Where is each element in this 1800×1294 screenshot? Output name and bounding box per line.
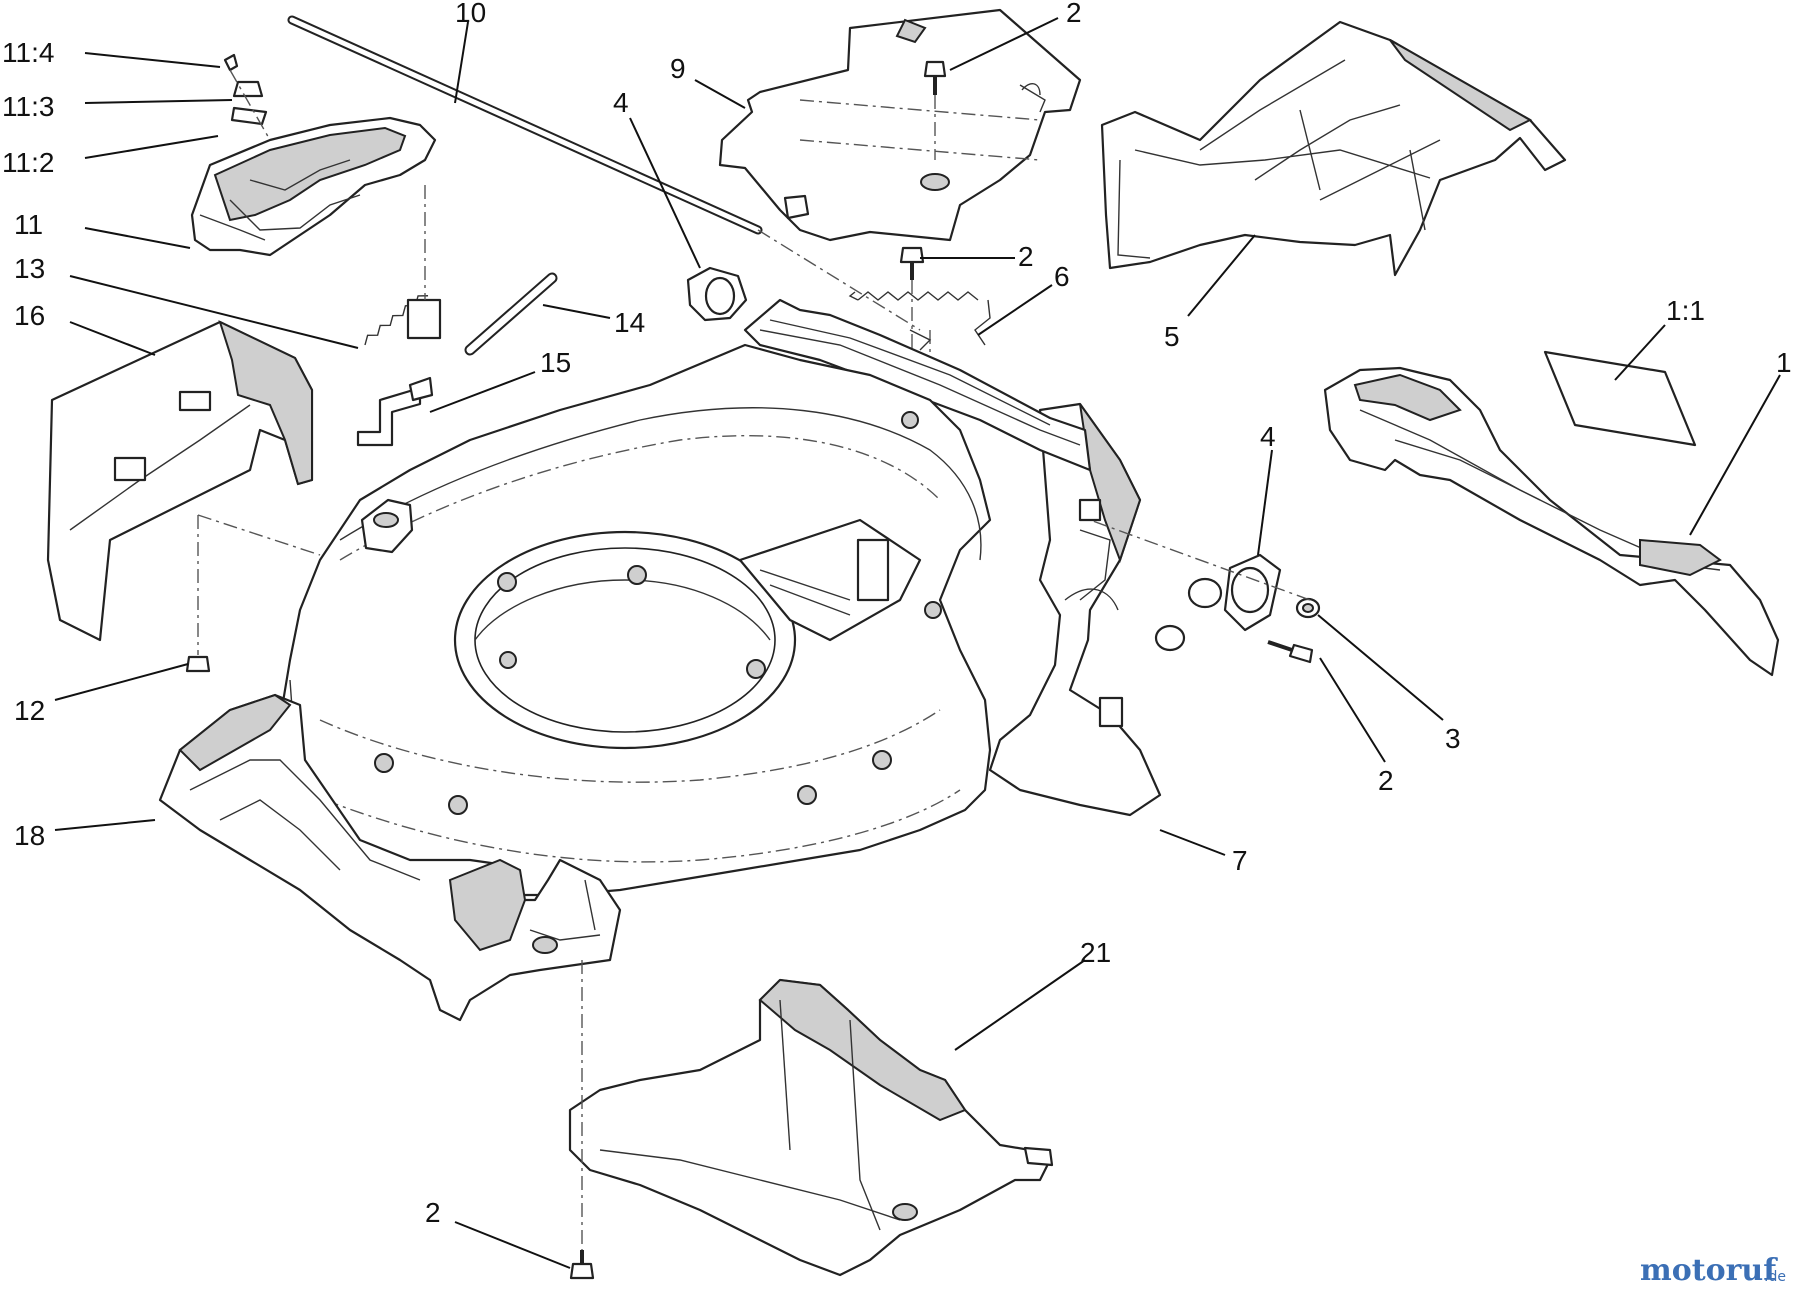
callout-10: 10 <box>455 0 486 28</box>
callout-2-right: 2 <box>1378 765 1394 796</box>
mulch-deflector-part-21 <box>568 978 1054 1277</box>
plate-part-9 <box>718 8 1082 242</box>
watermark-brand: motoruf <box>1640 1253 1778 1288</box>
callout-1: 1 <box>1776 347 1792 378</box>
callout-6: 6 <box>1054 261 1070 292</box>
watermark-suffix: .de <box>1764 1269 1786 1285</box>
callout-21: 21 <box>1080 937 1111 968</box>
callout-2-top: 2 <box>1066 0 1082 28</box>
callout-12: 12 <box>14 695 45 726</box>
callout-15: 15 <box>540 347 571 378</box>
bushing-part-4-upper <box>686 266 748 322</box>
callout-3: 3 <box>1445 723 1461 754</box>
callout-1-1: 1:1 <box>1666 295 1705 326</box>
rod-part-14 <box>464 272 558 356</box>
callout-11-2: 11:2 <box>2 147 54 178</box>
grass-bag-frame-part-5 <box>1100 20 1567 277</box>
callout-4-upper: 4 <box>613 87 629 118</box>
watermark-logo: motoruf .de <box>1640 1253 1786 1288</box>
callout-2-bottom: 2 <box>425 1197 441 1228</box>
callout-13: 13 <box>14 253 45 284</box>
decal-part-1-1 <box>1543 350 1697 447</box>
bracket-part-15 <box>356 376 434 447</box>
leader-lines <box>54 17 1781 1269</box>
callout-11: 11 <box>14 209 43 240</box>
bolt-part-2-upper <box>923 60 947 160</box>
bolt-part-2-bottom <box>569 960 595 1280</box>
callout-5: 5 <box>1164 321 1180 352</box>
callout-9: 9 <box>670 53 686 84</box>
callout-14: 14 <box>614 307 645 338</box>
front-skirt-part-18 <box>158 693 622 1022</box>
callout-16: 16 <box>14 300 45 331</box>
callout-11-4: 11:4 <box>2 37 54 68</box>
bolt-part-12 <box>185 514 321 673</box>
callout-18: 18 <box>14 820 45 851</box>
spring-part-13 <box>364 185 442 346</box>
rod-part-10 <box>287 15 921 331</box>
rear-bracket-part-7 <box>988 402 1162 817</box>
cover-part-11 <box>190 53 437 257</box>
bolt-part-2-right <box>1089 519 1314 664</box>
rear-flap-part-1 <box>1323 366 1780 677</box>
bushing-part-4-lower <box>1154 553 1282 652</box>
callout-7: 7 <box>1232 845 1248 876</box>
nut-part-3 <box>1295 597 1321 619</box>
side-shield-part-16 <box>46 320 314 642</box>
spring-part-6 <box>848 291 991 351</box>
callout-labels: 11:4 11:3 11:2 11 13 16 10 9 4 2 2 6 5 1… <box>2 0 1792 1228</box>
callout-11-3: 11:3 <box>2 91 54 122</box>
callout-2-middle: 2 <box>1018 241 1034 272</box>
mower-deck-housing <box>278 343 992 897</box>
callout-4-lower: 4 <box>1260 421 1276 452</box>
